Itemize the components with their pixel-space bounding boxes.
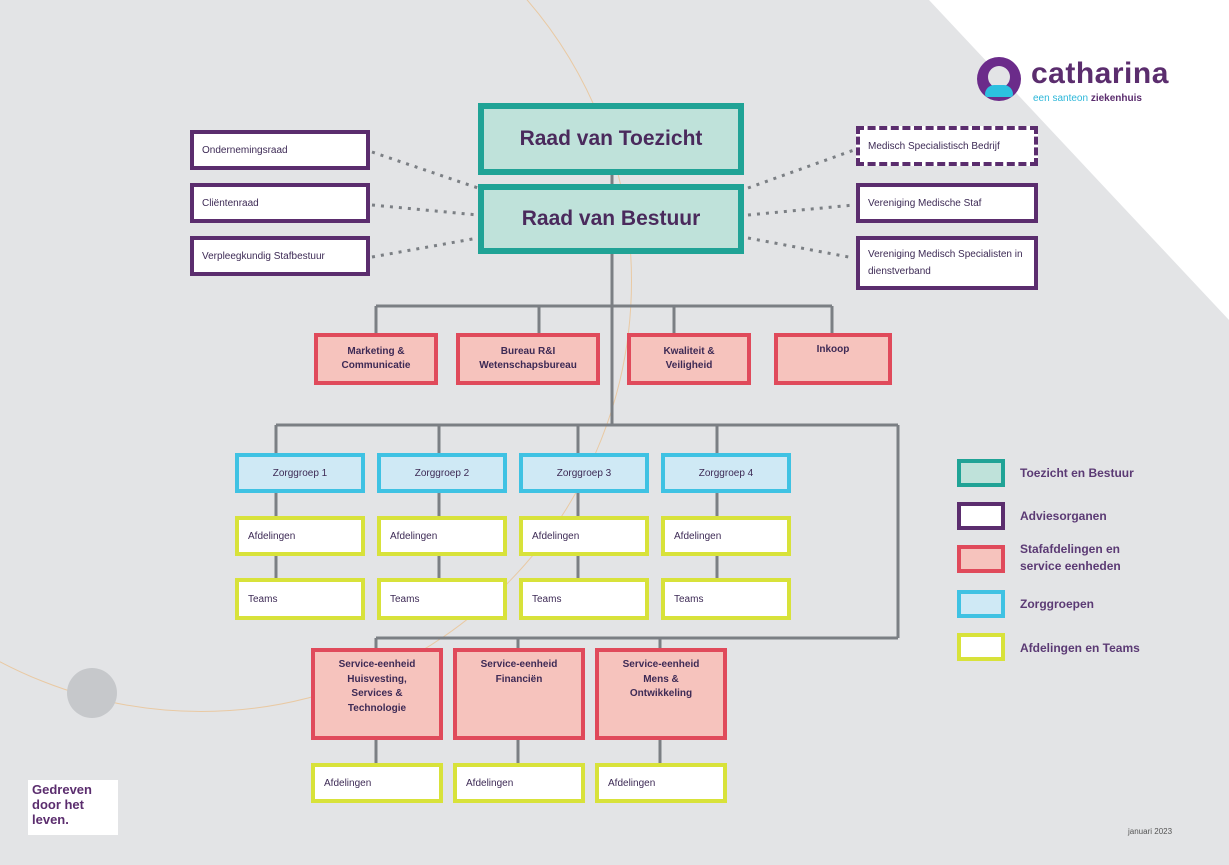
legend-label-afdelingen: Afdelingen en Teams xyxy=(1020,641,1140,655)
staff-box-marketing: Marketing &Communicatie xyxy=(314,333,438,385)
staff-box-kwaliteit: Kwaliteit &Veiligheid xyxy=(627,333,751,385)
legend-swatch-staf xyxy=(957,545,1005,573)
raad-van-bestuur-box: Raad van Bestuur xyxy=(478,184,744,254)
departments-box-group-3: Afdelingen xyxy=(519,516,649,556)
care-group-box-3: Zorggroep 3 xyxy=(519,453,649,493)
logo-tagline: een santeon ziekenhuis xyxy=(1033,93,1142,104)
advisory-box-vereniging-medische-staf: Vereniging Medische Staf xyxy=(856,183,1038,223)
care-group-box-1: Zorggroep 1 xyxy=(235,453,365,493)
raad-van-toezicht-box: Raad van Toezicht xyxy=(478,103,744,175)
departments-box-service-1: Afdelingen xyxy=(311,763,443,803)
advisory-box-vereniging-medisch-specialisten: Vereniging Medisch Specialisten in diens… xyxy=(856,236,1038,290)
legend-label-zorggroepen: Zorggroepen xyxy=(1020,597,1094,611)
care-group-box-4: Zorggroep 4 xyxy=(661,453,791,493)
advisory-box-ondernemingsraad: Ondernemingsraad xyxy=(190,130,370,170)
legend-label-toezicht: Toezicht en Bestuur xyxy=(1020,466,1134,480)
decorative-dot xyxy=(67,668,117,718)
departments-box-group-1: Afdelingen xyxy=(235,516,365,556)
teams-box-group-2: Teams xyxy=(377,578,507,620)
departments-box-group-2: Afdelingen xyxy=(377,516,507,556)
teams-box-group-3: Teams xyxy=(519,578,649,620)
teams-box-group-1: Teams xyxy=(235,578,365,620)
advisory-box-clientenraad: Cliëntenraad xyxy=(190,183,370,223)
solid-connectors xyxy=(274,172,900,765)
dotted-advisory-connectors xyxy=(371,148,855,260)
legend-swatch-advies xyxy=(957,502,1005,530)
staff-box-inkoop: Inkoop xyxy=(774,333,892,385)
legend-swatch-toezicht xyxy=(957,459,1005,487)
advisory-box-medisch-specialistisch-bedrijf: Medisch Specialistisch Bedrijf xyxy=(856,126,1038,166)
legend-swatch-afdelingen xyxy=(957,633,1005,661)
logo-mark-icon xyxy=(977,57,1021,101)
logo-name: catharina xyxy=(1031,57,1169,90)
legend-label-advies: Adviesorganen xyxy=(1020,509,1107,523)
advisory-box-verpleegkundig-stafbestuur: Verpleegkundig Stafbestuur xyxy=(190,236,370,276)
care-group-box-2: Zorggroep 2 xyxy=(377,453,507,493)
catharina-logo: catharina een santeon ziekenhuis xyxy=(975,55,1195,110)
departments-box-group-4: Afdelingen xyxy=(661,516,791,556)
departments-box-service-2: Afdelingen xyxy=(453,763,585,803)
date-label: januari 2023 xyxy=(1128,827,1173,836)
teams-box-group-4: Teams xyxy=(661,578,791,620)
departments-box-service-3: Afdelingen xyxy=(595,763,727,803)
legend-swatch-zorggroepen xyxy=(957,590,1005,618)
